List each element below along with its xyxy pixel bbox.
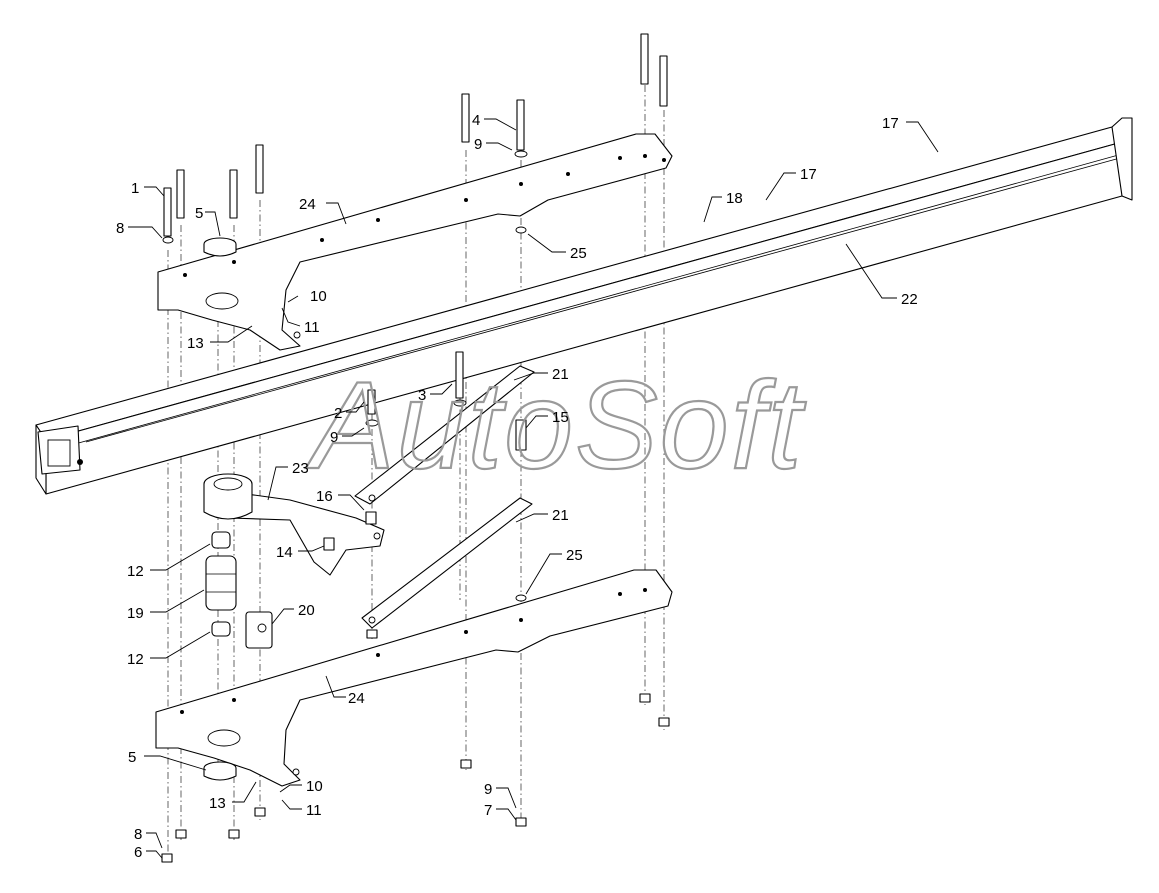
lower-plate — [155, 569, 673, 787]
callout-label: 13 — [187, 335, 204, 352]
callout-label: 25 — [570, 245, 587, 262]
callout-label: 9 — [330, 429, 338, 446]
callout-label: 9 — [484, 781, 492, 798]
callout-label: 19 — [127, 605, 144, 622]
callout-label: 14 — [276, 544, 293, 561]
callout-label: 11 — [306, 802, 322, 819]
links — [354, 365, 535, 629]
callout-label: 12 — [127, 563, 144, 580]
callout-label: 7 — [484, 802, 492, 819]
leader-lines — [128, 118, 939, 859]
callout-label: 5 — [128, 749, 136, 766]
callout-label: 13 — [209, 795, 226, 812]
callout-label: 17 — [800, 166, 817, 183]
callout-label: 5 — [195, 205, 203, 222]
bolts — [161, 33, 670, 863]
callout-label: 15 — [552, 409, 569, 426]
callout-label: 17 — [882, 115, 899, 132]
callout-label: 9 — [474, 136, 482, 153]
callout-label: 8 — [134, 826, 142, 843]
callout-label: 1 — [131, 180, 139, 197]
callout-label: 11 — [304, 319, 320, 336]
callout-label: 4 — [472, 112, 480, 129]
callout-label: 6 — [134, 844, 142, 861]
callout-label: 22 — [901, 291, 918, 308]
bushings-and-shaft — [203, 237, 527, 781]
callout-labels: 1 8 5 24 10 11 13 4 9 25 17 18 17 22 3 2… — [116, 112, 918, 861]
callout-label: 12 — [127, 651, 144, 668]
callout-label: 10 — [306, 778, 323, 795]
callout-label: 3 — [418, 387, 426, 404]
callout-label: 20 — [298, 602, 315, 619]
callout-label: 8 — [116, 220, 124, 237]
callout-label: 21 — [552, 507, 569, 524]
callout-label: 10 — [310, 288, 327, 305]
upper-plate — [157, 133, 673, 351]
main-beam — [35, 117, 1133, 495]
callout-label: 25 — [566, 547, 583, 564]
callout-label: 2 — [334, 405, 342, 422]
callout-label: 24 — [348, 690, 365, 707]
callout-label: 24 — [299, 196, 316, 213]
lever — [203, 473, 385, 576]
callout-label: 23 — [292, 460, 309, 477]
watermark: AutoSoft — [305, 357, 806, 495]
callout-label: 16 — [316, 488, 333, 505]
callout-label: 21 — [552, 366, 569, 383]
callout-label: 18 — [726, 190, 743, 207]
